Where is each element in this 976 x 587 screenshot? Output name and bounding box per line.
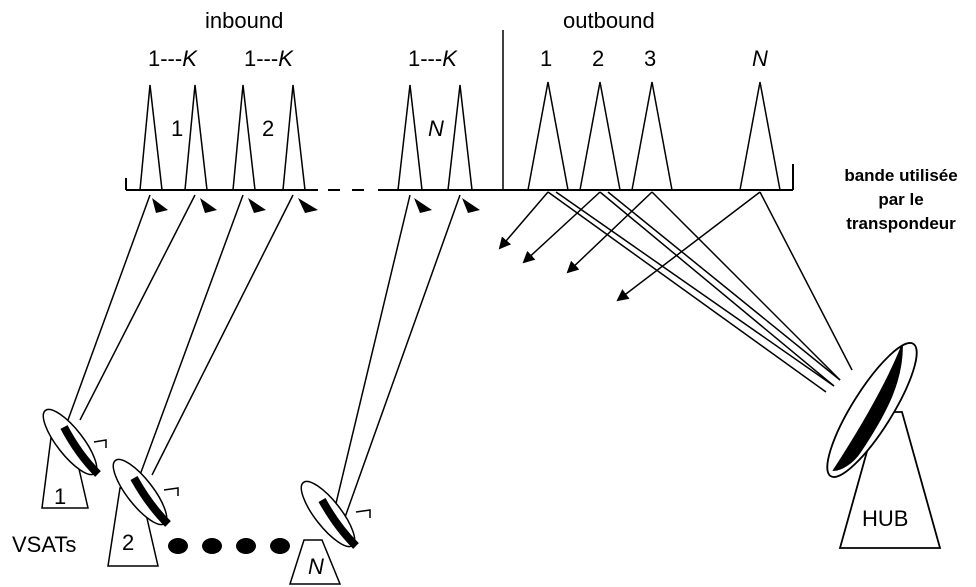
vsat-1-icon [41,408,107,509]
outbound-carrier [527,81,569,191]
outbound-carrier [631,81,673,191]
vsats-group-label: VSATs [12,532,77,557]
hub-icon [826,342,942,549]
hub-label: HUB [862,506,909,531]
ellipsis-dots [168,538,290,554]
downlink-arrow [616,191,761,302]
vsat-2-icon [107,458,179,567]
inbound-carrier [139,84,163,191]
inbound-arrowheads [152,198,480,213]
outbound-carrier-n-label: N [752,46,768,71]
outbound-carrier-2-label: 2 [592,46,605,71]
downlink-arrows [498,191,761,302]
outbound-carrier [739,81,781,191]
hub-beams [547,191,853,393]
inbound-carrier-2-label: 2 [262,116,275,141]
inbound-carrier [447,84,473,191]
vsat-n-icon [288,480,371,585]
vsat-1-label: 1 [54,484,67,509]
inbound-carrier [282,84,306,191]
downlink-arrow [522,191,601,264]
inbound-carrier [397,84,423,191]
inbound-group-n-label: 1---K [408,46,457,71]
inbound-carriers [139,84,473,191]
outbound-carrier [579,81,621,191]
inbound-group-2-label: 1---K [244,46,293,71]
uplink-beams [67,194,461,521]
transponder-band [125,30,794,191]
outbound-header: outbound [563,8,655,33]
inbound-carrier [232,84,256,191]
downlink-arrow [566,191,653,274]
vsat-2-label: 2 [122,530,135,555]
downlink-arrow [498,191,549,250]
inbound-carrier-n-label: N [428,116,444,141]
vsat-n-label: N [308,554,324,579]
outbound-carriers [527,81,781,191]
outbound-carrier-3-label: 3 [644,46,657,71]
inbound-carrier-1-label: 1 [171,116,184,141]
inbound-header: inbound [205,8,284,33]
inbound-group-1-label: 1---K [148,46,197,71]
band-label: bande utilisée par le transpondeur [844,166,958,233]
outbound-carrier-1-label: 1 [540,46,553,71]
inbound-carrier [184,84,208,191]
